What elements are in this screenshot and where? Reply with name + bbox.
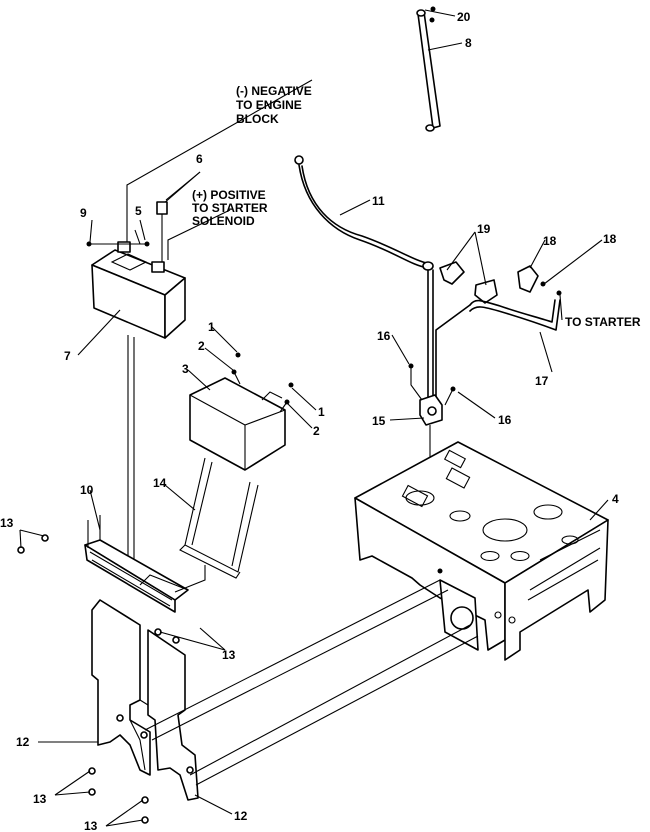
callout-11: 11	[372, 194, 385, 208]
callout-16b: 16	[498, 413, 512, 427]
callout-leaders	[19, 9, 609, 827]
callout-18a: 18	[543, 234, 557, 248]
callout-17: 17	[535, 374, 549, 388]
callout-18b: 18	[603, 232, 617, 246]
callout-2b: 2	[313, 424, 320, 438]
callout-1a: 1	[208, 320, 215, 334]
engine-frame	[354, 441, 609, 661]
callout-13a: 13	[0, 516, 14, 530]
note-negative-line2: TO ENGINE	[236, 98, 302, 112]
callout-5: 5	[135, 204, 142, 218]
battery	[86, 201, 186, 339]
note-positive-line1: (+) POSITIVE	[192, 188, 266, 202]
callout-1b: 1	[318, 405, 325, 419]
terminal-boots	[439, 261, 562, 304]
callout-4: 4	[612, 492, 619, 506]
callout-20: 20	[457, 10, 471, 24]
battery-tray	[84, 335, 189, 613]
starter-cable	[435, 299, 561, 399]
callout-labels: 20 8 6 9 5 7 11 19 18 18 17 16 16 15 4 1…	[0, 10, 619, 832]
note-positive-line3: SOLENOID	[192, 214, 255, 228]
callout-13d: 13	[84, 819, 98, 832]
positive-cable	[294, 155, 434, 401]
callout-12a: 12	[16, 735, 30, 749]
note-positive-line2: TO STARTER	[192, 201, 268, 215]
callout-9: 9	[80, 206, 87, 220]
frame-rods	[144, 579, 479, 786]
mounting-brackets	[91, 599, 199, 801]
note-to-starter: TO STARTER	[565, 315, 641, 329]
note-negative-line1: (-) NEGATIVE	[236, 84, 312, 98]
note-negative-line3: BLOCK	[236, 112, 279, 126]
callout-14: 14	[153, 476, 167, 490]
starter-solenoid	[408, 363, 456, 525]
callout-2a: 2	[198, 339, 205, 353]
callout-13b: 13	[222, 648, 236, 662]
note-negative: (-) NEGATIVE TO ENGINE BLOCK	[236, 84, 312, 126]
callout-12b: 12	[234, 809, 248, 823]
callout-15: 15	[372, 414, 386, 428]
callout-10: 10	[80, 483, 94, 497]
callout-7: 7	[64, 349, 71, 363]
callout-8: 8	[465, 36, 472, 50]
callout-13c: 13	[33, 792, 47, 806]
solenoid-bracket	[174, 457, 259, 593]
callout-16a: 16	[377, 329, 391, 343]
callout-19: 19	[477, 222, 491, 236]
ground-strap	[416, 6, 441, 132]
callout-6: 6	[196, 152, 203, 166]
solenoid-cover	[189, 352, 294, 471]
callout-3: 3	[182, 362, 189, 376]
note-positive: (+) POSITIVE TO STARTER SOLENOID	[192, 188, 268, 228]
